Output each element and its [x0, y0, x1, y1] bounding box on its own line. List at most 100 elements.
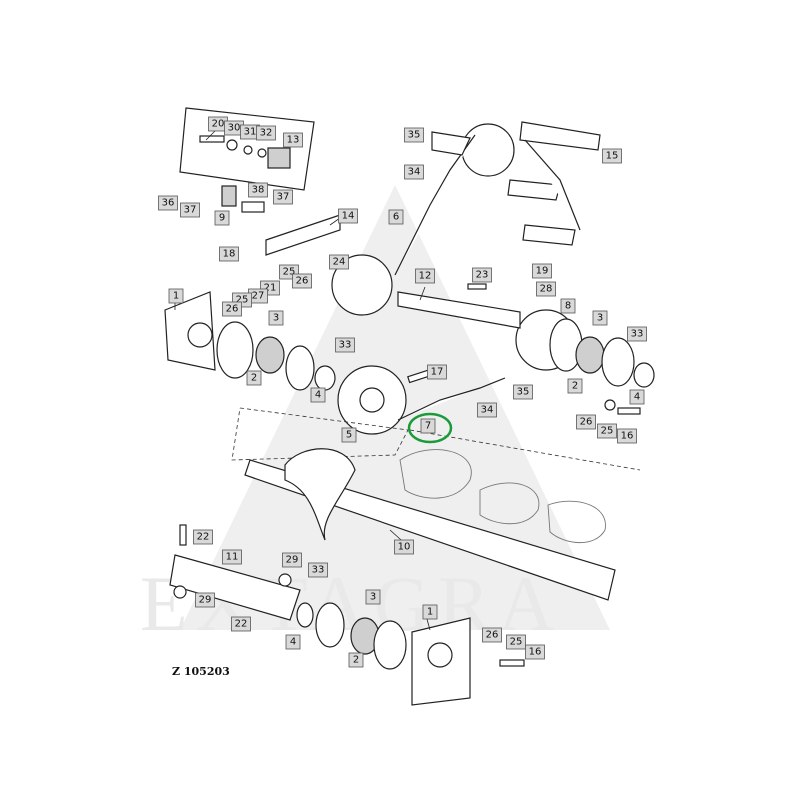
callout-33: 33 — [308, 562, 328, 578]
callout-38: 38 — [248, 182, 268, 198]
callout-box — [422, 604, 438, 620]
callout-2: 2 — [246, 370, 262, 386]
callout-35: 35 — [404, 127, 424, 143]
callout-box — [477, 402, 497, 418]
callout-25: 25 — [506, 634, 526, 650]
callout-28: 28 — [536, 281, 556, 297]
callout-number: 21 — [264, 283, 277, 294]
callout-box — [629, 389, 645, 405]
callout-box — [292, 273, 312, 289]
callout-35: 35 — [513, 384, 533, 400]
callout-3: 3 — [365, 589, 381, 605]
callout-11: 11 — [222, 549, 242, 565]
callout-box — [365, 589, 381, 605]
callout-number: 29 — [199, 595, 212, 606]
callout-number: 3 — [370, 592, 376, 603]
callout-2: 2 — [567, 378, 583, 394]
callout-1: 1 — [168, 288, 184, 304]
callout-number: 29 — [286, 555, 299, 566]
callout-number: 35 — [408, 130, 421, 141]
callout-number: 23 — [476, 270, 489, 281]
callout-31: 31 — [240, 124, 260, 140]
callout-box — [415, 268, 435, 284]
callout-box — [617, 428, 637, 444]
callout-box — [158, 195, 178, 211]
callout-number: 26 — [296, 276, 309, 287]
callout-number: 5 — [346, 430, 352, 441]
callout-4: 4 — [629, 389, 645, 405]
callout-number: 20 — [212, 119, 225, 130]
callout-12: 12 — [415, 268, 435, 284]
callout-number: 16 — [621, 431, 634, 442]
callout-box — [576, 414, 596, 430]
callout-24: 24 — [329, 254, 349, 270]
callout-3: 3 — [268, 310, 284, 326]
callout-box — [193, 529, 213, 545]
callout-box — [283, 132, 303, 148]
callout-box — [513, 384, 533, 400]
callout-number: 10 — [398, 542, 411, 553]
callout-6: 6 — [388, 209, 404, 225]
callout-number: 2 — [251, 373, 257, 384]
bolt-kit-inset — [179, 107, 315, 191]
callout-number: 13 — [287, 135, 300, 146]
callout-number: 4 — [290, 637, 296, 648]
callout-26: 26 — [576, 414, 596, 430]
callout-box — [627, 326, 647, 342]
callout-box — [482, 627, 502, 643]
callout-box — [273, 189, 293, 205]
callout-number: 33 — [312, 565, 325, 576]
callout-13: 13 — [283, 132, 303, 148]
callout-box — [285, 634, 301, 650]
callout-box — [506, 634, 526, 650]
callout-highlight — [407, 412, 453, 444]
callout-16: 16 — [617, 428, 637, 444]
drawing-number: Z 105203 — [172, 665, 230, 678]
callout-22: 22 — [193, 529, 213, 545]
left-bearing-group — [164, 185, 341, 391]
callout-23: 23 — [472, 267, 492, 283]
callout-box — [310, 387, 326, 403]
callout-number: 24 — [333, 257, 346, 268]
callout-box — [256, 125, 276, 141]
callout-box — [472, 267, 492, 283]
callout-number: 3 — [597, 313, 603, 324]
callout-number: 37 — [184, 205, 197, 216]
callout-2: 2 — [348, 652, 364, 668]
callout-8: 8 — [560, 298, 576, 314]
callout-number: 33 — [339, 340, 352, 351]
callout-box — [560, 298, 576, 314]
callout-box — [308, 562, 328, 578]
callout-number: 1 — [173, 291, 179, 302]
callout-number: 14 — [342, 211, 355, 222]
callout-4: 4 — [285, 634, 301, 650]
callout-box — [168, 288, 184, 304]
callout-number: 17 — [431, 367, 444, 378]
callout-number: 12 — [419, 271, 432, 282]
right-bearing-group — [549, 318, 655, 415]
callout-26: 26 — [222, 301, 242, 317]
callout-box — [222, 301, 242, 317]
callout-number: 2 — [572, 381, 578, 392]
callout-4: 4 — [310, 387, 326, 403]
callout-9: 9 — [214, 210, 230, 226]
callout-3: 3 — [592, 310, 608, 326]
callout-box — [180, 202, 200, 218]
callout-number: 11 — [226, 552, 239, 563]
callout-19: 19 — [532, 263, 552, 279]
flight-plates — [507, 121, 601, 246]
callout-29: 29 — [195, 592, 215, 608]
callout-box — [597, 423, 617, 439]
callout-15: 15 — [602, 148, 622, 164]
callout-7: 7 — [420, 418, 436, 434]
callout-number: 38 — [252, 185, 265, 196]
callout-26: 26 — [292, 273, 312, 289]
callout-5: 5 — [341, 427, 357, 443]
callout-37: 37 — [180, 202, 200, 218]
callout-box — [231, 616, 251, 632]
lower-tube-group — [169, 524, 525, 706]
callout-number: 28 — [540, 284, 553, 295]
callout-number: 7 — [425, 421, 431, 432]
callout-33: 33 — [627, 326, 647, 342]
